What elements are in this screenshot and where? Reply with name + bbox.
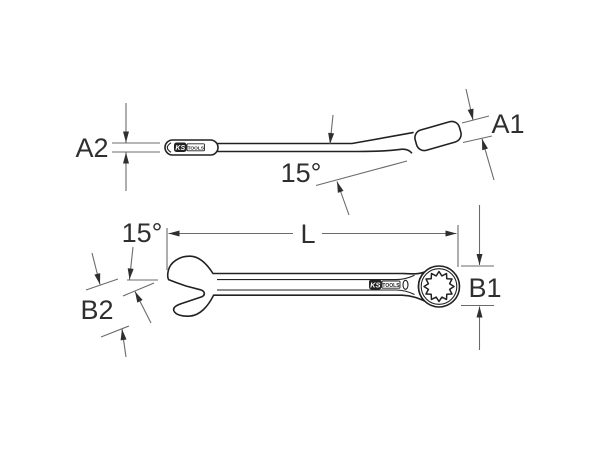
top-angle-label: 15° — [122, 218, 163, 248]
side-shaft-top-edge — [217, 131, 414, 145]
tools-logo-box-side — [186, 143, 205, 152]
tools-logo-box-top — [381, 280, 401, 289]
a1-extension-top — [461, 115, 490, 124]
ks-logo-box-side — [174, 142, 187, 152]
a1-extension-bottom — [462, 135, 493, 144]
side-ring-head — [414, 120, 462, 152]
shaft-bevel-line-bottom — [217, 289, 415, 295]
side-view: A2 KS TOOLS 15° A1 — [75, 88, 525, 216]
side-shaft-bottom-edge — [217, 148, 413, 154]
top-angle-arrow-lower — [134, 291, 152, 324]
top-view: L 15° B2 KS TOOLS B1 — [80, 205, 502, 358]
a1-label: A1 — [491, 109, 524, 139]
b2-extension-lower — [100, 325, 130, 338]
b2-dim-arrow-upper — [91, 252, 101, 285]
neck-detail-mark — [402, 279, 409, 290]
tools-logo-text-top: TOOLS — [382, 283, 400, 289]
side-angle-reference-line — [315, 160, 408, 187]
a1-dim-arrow-lower — [481, 138, 495, 181]
top-angle-line-diagonal — [122, 282, 155, 297]
b1-label: B1 — [468, 273, 501, 303]
side-angle-arrow-shaft — [328, 114, 335, 145]
a1-dim-arrow-upper — [465, 88, 474, 121]
b2-dim-arrow-lower — [120, 328, 127, 358]
top-angle-arrow-upper — [127, 246, 134, 280]
a2-label: A2 — [75, 133, 108, 163]
b2-label: B2 — [80, 295, 113, 325]
ring-inner-circle — [420, 268, 458, 305]
side-handle-end-detail — [166, 142, 172, 153]
shaft-bevel-line-top — [217, 274, 415, 281]
ks-logo-box-top — [369, 279, 382, 290]
b2-extension-upper — [85, 278, 119, 291]
ring-outer-circle — [417, 265, 461, 308]
tools-logo-text-side: TOOLS — [188, 145, 205, 151]
l-label: L — [300, 219, 315, 249]
ks-tools-logo-top: KS TOOLS — [369, 279, 401, 290]
ks-logo-text-side: KS — [175, 145, 185, 152]
side-angle-label: 15° — [281, 158, 322, 188]
side-angle-arrow-reference — [336, 181, 350, 216]
ks-tools-logo-side: KS TOOLS — [174, 142, 205, 152]
ring-12point-profile — [423, 270, 455, 303]
ks-logo-text-top: KS — [370, 281, 380, 290]
